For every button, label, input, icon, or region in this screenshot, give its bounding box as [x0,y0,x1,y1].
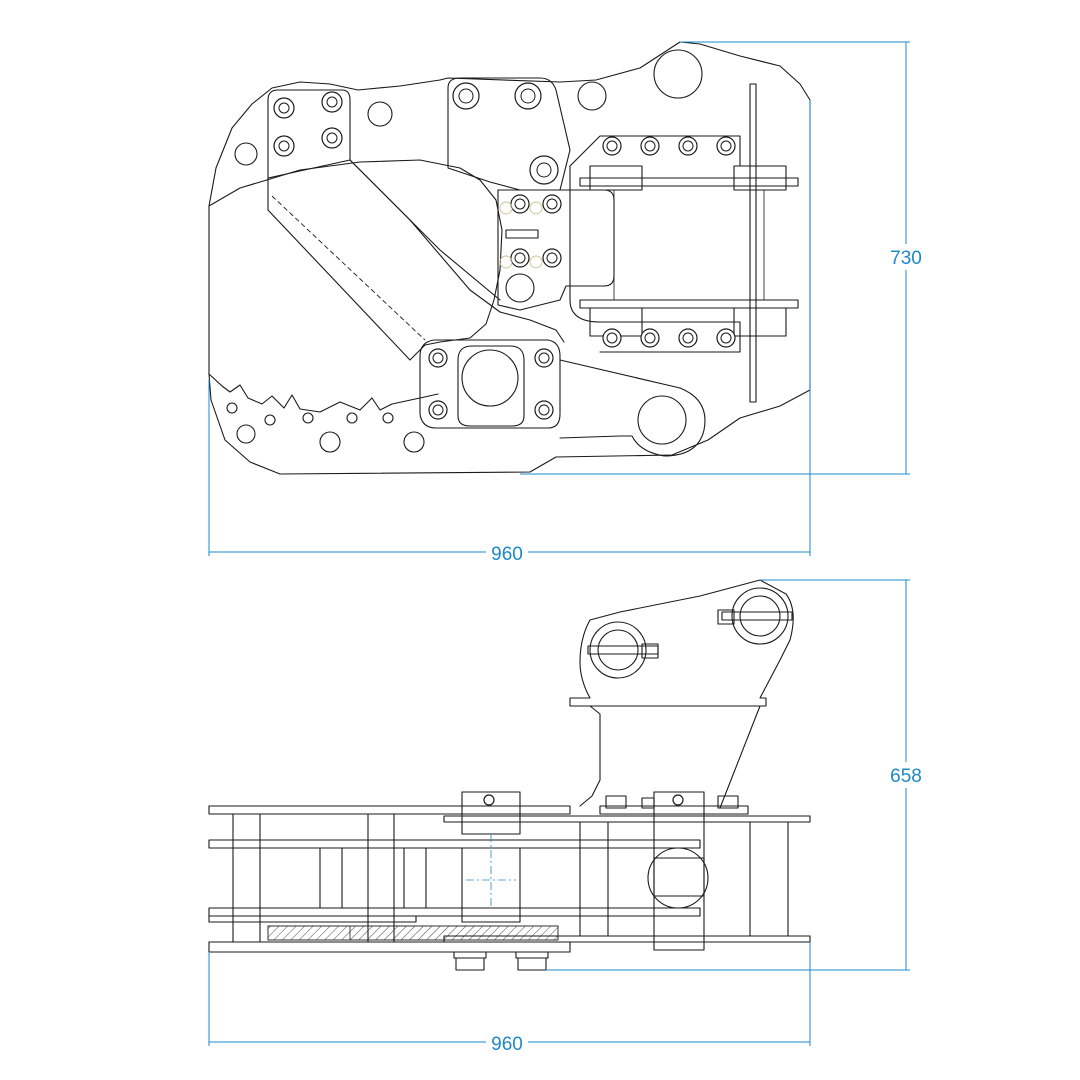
bottom-nuts [453,951,549,971]
bolt [428,348,448,368]
hole [382,412,394,424]
pivot-hole [461,349,519,407]
side-verticals [232,813,789,943]
top-nuts [605,795,739,809]
hole [577,81,607,111]
upper-jaw-inner [208,159,503,346]
top-view: 960 730 [208,41,928,565]
hole [505,273,535,303]
bolt [534,400,554,420]
jaw-body-outline [208,41,811,475]
upper-pivot-plate [447,77,571,191]
hole [367,101,393,127]
bolt [428,400,448,420]
bolt [542,194,562,214]
rear-bar [749,83,757,403]
bolt [529,155,559,185]
cylinder-pin-hole [637,395,687,445]
top-width-label: 960 [491,544,523,565]
bolt [510,194,530,214]
bolt [273,97,295,119]
cylinder-arm [559,359,706,457]
cylinder-mount-frame [569,135,741,353]
mount-bracket [569,579,794,707]
right-pin [647,791,709,951]
lower-pivot-boss [457,345,525,427]
bolt [678,136,698,156]
blade-lines [267,159,501,361]
bolt [273,135,295,157]
lower-pivot-plate [419,339,561,429]
bracket-pin-left [587,621,659,679]
hole [403,431,425,453]
mount-rails [579,177,799,309]
bolt [678,328,698,348]
blade-hidden-line [271,195,426,341]
bolt [716,136,736,156]
side-height-label: 658 [890,766,922,787]
side-width-label: 960 [491,1034,523,1055]
bolt [514,82,542,110]
mount-blocks [589,165,787,337]
hole [234,142,258,166]
bolt [602,328,622,348]
bolt [716,328,736,348]
hole [653,49,703,99]
hole [346,412,358,424]
hole [236,424,256,444]
bolt [602,136,622,156]
side-dimensions: 960 658 [208,579,928,1055]
bolt [534,348,554,368]
hole [319,431,341,453]
mount-hidden-verticals [613,190,765,300]
bolt [640,136,660,156]
top-dimensions: 960 730 [208,41,928,565]
bolt [640,328,660,348]
lower-teeth [208,373,439,413]
bracket-web [579,705,761,809]
center-pin [461,791,521,923]
bolt [510,248,530,268]
blade-edge [349,159,565,343]
hole [226,402,238,414]
hole [264,414,276,426]
bolt [321,91,343,113]
side-view: 960 658 [208,579,928,1055]
bolt [452,82,480,110]
hole [302,412,314,424]
top-height-label: 730 [890,248,922,269]
bracket-pin-right [717,587,793,645]
slot [505,229,539,239]
bolt [542,248,562,268]
upper-left-plate [267,89,351,179]
bolt [321,127,343,149]
top-holes [226,49,703,453]
hatched-wear-strip [267,925,559,941]
top-bolts [273,82,736,420]
ghost-marks [499,201,543,269]
